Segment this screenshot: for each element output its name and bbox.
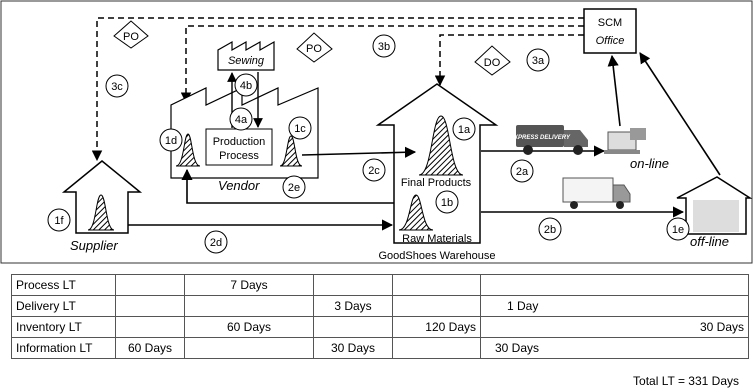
final-products-label: Final Products [401, 177, 472, 189]
step-2c: 2c [363, 159, 385, 181]
po-mid-label: PO [306, 43, 322, 55]
table-cell: 1 Day [481, 296, 749, 317]
scm-office-label: SCM [598, 17, 622, 29]
row-label: Information LT [12, 338, 116, 359]
table-cell [314, 275, 393, 296]
table-cell [314, 317, 393, 338]
svg-text:3b: 3b [378, 41, 390, 53]
supply-chain-diagram: SCM Office PO PO DO Sewing Production Pr… [0, 0, 753, 265]
step-1a: 1a [453, 118, 475, 140]
sewing-label: Sewing [228, 55, 265, 67]
svg-text:4b: 4b [240, 80, 252, 92]
svg-text:1c: 1c [294, 123, 306, 135]
table-cell: 60 Days [185, 317, 314, 338]
step-3b: 3b [373, 35, 395, 57]
table-cell [185, 296, 314, 317]
svg-text:3c: 3c [111, 81, 123, 93]
step-2e: 2e [283, 176, 305, 198]
step-3a: 3a [527, 49, 549, 71]
svg-text:1b: 1b [441, 197, 453, 209]
goodshoes-warehouse: Final Products Raw Materials GoodShoes W… [378, 84, 496, 262]
table-cell: 3 Days [314, 296, 393, 317]
raw-materials-label: Raw Materials [402, 233, 472, 245]
scm-office: SCM Office [584, 9, 636, 53]
svg-text:2e: 2e [288, 182, 300, 194]
box-truck-icon [563, 178, 630, 209]
po-tag-mid: PO [297, 33, 332, 62]
online-label: on-line [630, 156, 669, 171]
svg-text:2b: 2b [544, 224, 556, 236]
svg-text:4a: 4a [235, 114, 248, 126]
svg-text:1a: 1a [458, 124, 471, 136]
table-cell [116, 296, 185, 317]
offline-label: off-line [690, 234, 729, 249]
svg-text:2a: 2a [516, 166, 529, 178]
step-markers: 3c 3b 3a 4b 4a 1c 1d 2c 2e 1a 1b 2a 2b 1… [48, 35, 689, 253]
table-cell [116, 275, 185, 296]
lead-time-table: Process LT 7 Days Delivery LT 3 Days 1 D… [11, 274, 749, 359]
production-label-2: Process [219, 150, 259, 162]
flow-3a [440, 35, 584, 85]
table-cell [481, 275, 749, 296]
laptop-icon [604, 128, 646, 154]
po-left-label: PO [123, 31, 139, 43]
row-label: Process LT [12, 275, 116, 296]
table-cell: 30 Days [481, 338, 749, 359]
step-1b: 1b [436, 191, 458, 213]
table-cell [185, 338, 314, 359]
step-4a: 4a [230, 108, 252, 130]
table-row: Inventory LT 60 Days 120 Days 30 Days [12, 317, 749, 338]
table-cell: 7 Days [185, 275, 314, 296]
sewing-factory: Sewing [218, 42, 274, 70]
step-3c: 3c [106, 75, 128, 97]
step-2b: 2b [539, 218, 561, 240]
vendor-label: Vendor [218, 178, 260, 193]
svg-text:3a: 3a [532, 55, 545, 67]
flow-online-to-scm [612, 56, 620, 126]
step-1f: 1f [48, 209, 70, 231]
step-1c: 1c [289, 117, 311, 139]
supplier-label: Supplier [70, 238, 118, 253]
step-2d: 2d [205, 231, 227, 253]
table-cell [116, 317, 185, 338]
warehouse-label: GoodShoes Warehouse [379, 250, 496, 262]
row-label: Inventory LT [12, 317, 116, 338]
scm-office-sublabel: Office [596, 35, 625, 47]
step-1d: 1d [160, 129, 182, 151]
production-label-1: Production [213, 136, 266, 148]
table-cell: 120 Days [393, 317, 481, 338]
supplier: Supplier [64, 161, 140, 253]
table-row: Delivery LT 3 Days 1 Day [12, 296, 749, 317]
step-4b: 4b [235, 74, 257, 96]
svg-text:2d: 2d [210, 237, 222, 249]
step-1e: 1e [667, 218, 689, 240]
truck-text: EXPRESS DELIVERY [510, 135, 571, 141]
table-cell: 30 Days [481, 317, 749, 338]
row-label: Delivery LT [12, 296, 116, 317]
svg-text:1d: 1d [165, 135, 177, 147]
table-cell [393, 275, 481, 296]
do-label: DO [484, 57, 501, 69]
table-cell [393, 296, 481, 317]
table-cell [393, 338, 481, 359]
svg-text:1f: 1f [54, 215, 64, 227]
do-tag: DO [475, 46, 510, 75]
svg-text:2c: 2c [368, 165, 380, 177]
svg-text:1e: 1e [672, 224, 684, 236]
po-tag-left: PO [114, 21, 148, 48]
table-row: Information LT 60 Days 30 Days 30 Days [12, 338, 749, 359]
total-lead-time: Total LT = 331 Days [633, 374, 739, 388]
table-row: Process LT 7 Days [12, 275, 749, 296]
step-2a: 2a [511, 160, 533, 182]
table-cell: 60 Days [116, 338, 185, 359]
table-cell: 30 Days [314, 338, 393, 359]
